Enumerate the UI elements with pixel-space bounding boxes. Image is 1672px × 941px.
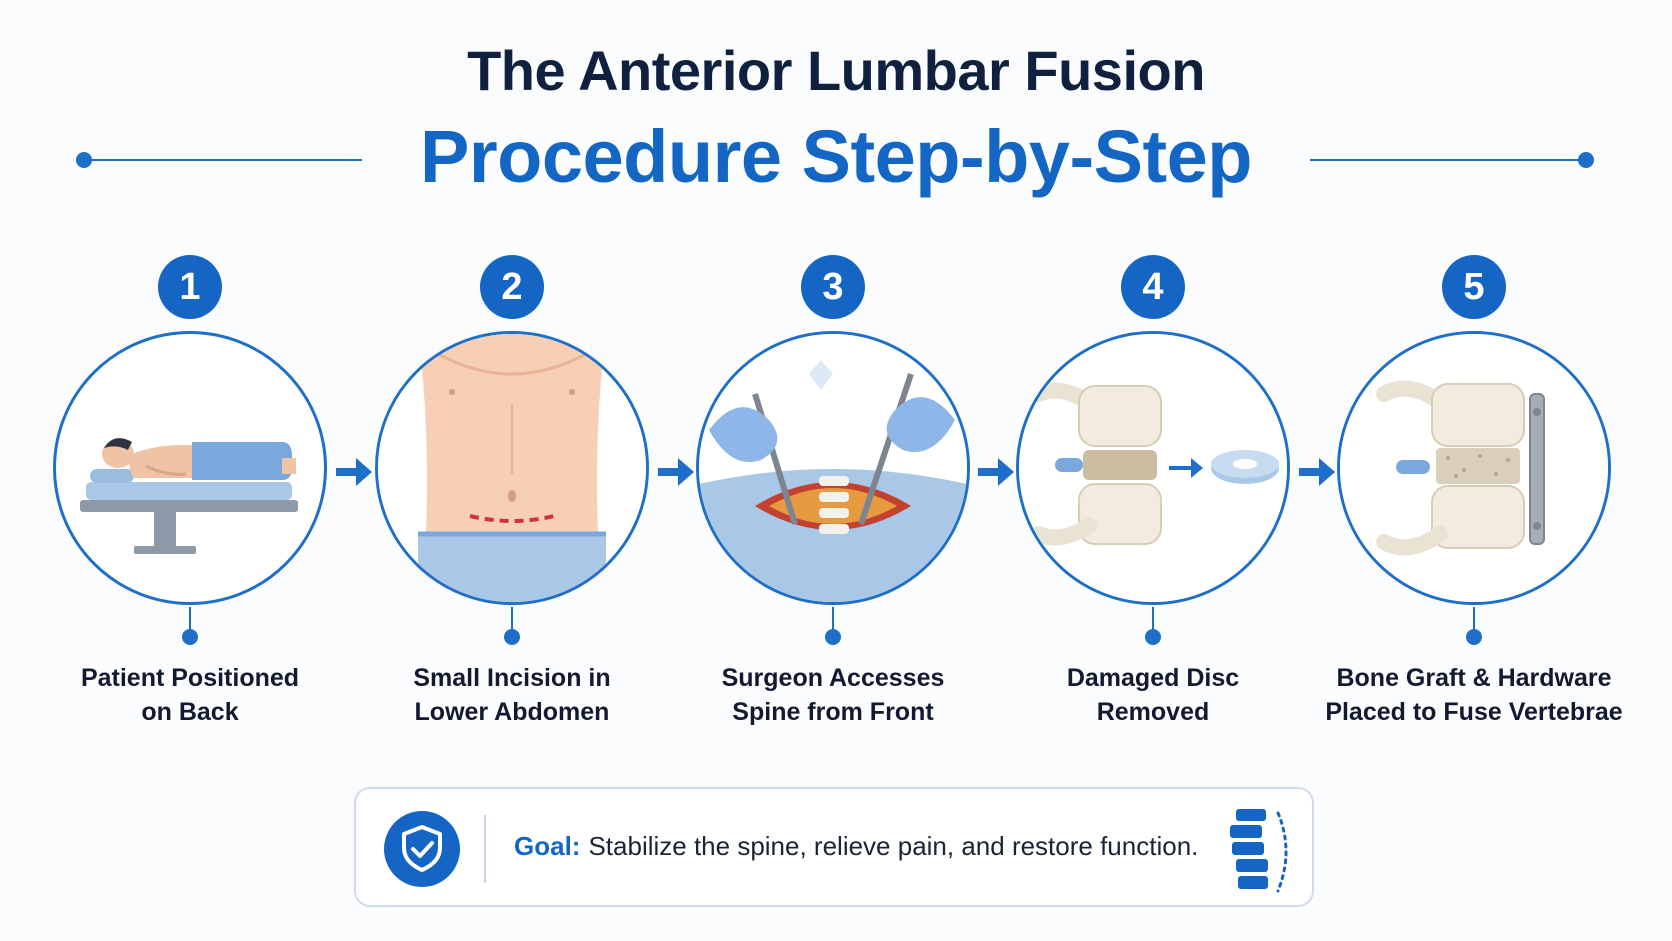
step-number-badge: 2 — [480, 255, 544, 319]
surgical-access-illustration — [696, 331, 970, 605]
step-label-line-1: Damaged Disc — [1066, 664, 1240, 692]
step-stem — [511, 607, 513, 633]
step-label-line-2: on Back — [141, 698, 239, 726]
step-label-line-1: Surgeon Accesses — [721, 664, 945, 692]
goal-divider — [484, 815, 486, 883]
step-stem — [1152, 607, 1154, 633]
goal-statement: Goal:Stabilize the spine, relieve pain, … — [514, 831, 1198, 862]
step-label-line-1: Small Incision in — [413, 664, 611, 692]
step-stem-dot — [825, 629, 841, 645]
goal-box: Goal:Stabilize the spine, relieve pain, … — [354, 787, 1314, 907]
title-rule-right-dot — [1578, 152, 1594, 168]
step-label: Damaged Disc Removed — [983, 661, 1323, 729]
arrow-right-icon — [1299, 458, 1335, 486]
step-label: Patient Positioned on Back — [20, 661, 360, 729]
step-number-badge: 5 — [1442, 255, 1506, 319]
step-number-badge: 1 — [158, 255, 222, 319]
step-label-line-2: Removed — [1096, 698, 1210, 726]
step-label-line-2: Lower Abdomen — [414, 698, 610, 726]
step-stem — [1473, 607, 1475, 633]
step-label: Small Incision in Lower Abdomen — [342, 661, 682, 729]
step-stem-dot — [182, 629, 198, 645]
title-line-1: The Anterior Lumbar Fusion — [467, 39, 1205, 102]
step-label-line-2: Spine from Front — [732, 698, 934, 726]
spine-icon — [1230, 809, 1288, 893]
step-stem-dot — [1145, 629, 1161, 645]
step-stem-dot — [1466, 629, 1482, 645]
step-label: Bone Graft & Hardware Placed to Fuse Ver… — [1304, 661, 1644, 729]
step-number-badge: 4 — [1121, 255, 1185, 319]
arrow-right-icon — [336, 458, 372, 486]
disc-removal-illustration — [1016, 331, 1290, 605]
step-label-line-1: Bone Graft & Hardware — [1336, 664, 1612, 692]
title-line-2: Procedure Step-by-Step — [420, 115, 1252, 198]
step-stem — [832, 607, 834, 633]
title-rule-left — [84, 159, 362, 161]
step-label-line-2: Placed to Fuse Vertebrae — [1325, 698, 1623, 726]
arrow-right-icon — [978, 458, 1014, 486]
patient-on-table-illustration — [53, 331, 327, 605]
abdomen-incision-illustration — [375, 331, 649, 605]
shield-check-icon — [384, 811, 460, 887]
fused-vertebrae-illustration — [1337, 331, 1611, 605]
goal-text: Stabilize the spine, relieve pain, and r… — [588, 831, 1199, 861]
step-stem — [189, 607, 191, 633]
title-rule-right — [1310, 159, 1586, 161]
step-label: Surgeon Accesses Spine from Front — [663, 661, 1003, 729]
step-stem-dot — [504, 629, 520, 645]
step-label-line-1: Patient Positioned — [80, 664, 300, 692]
arrow-right-icon — [658, 458, 694, 486]
goal-keyword: Goal: — [514, 831, 581, 861]
step-number-badge: 3 — [801, 255, 865, 319]
